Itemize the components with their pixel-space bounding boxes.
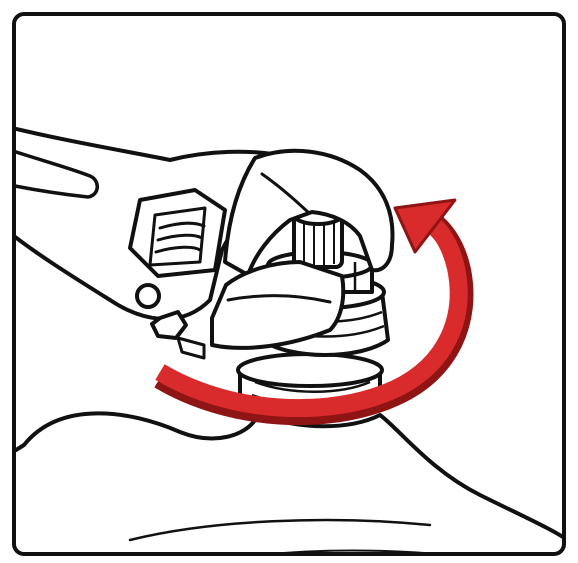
rotation-arrow-icon bbox=[154, 198, 474, 426]
adjustable-wrench-icon bbox=[14, 123, 395, 360]
fixture-base bbox=[14, 411, 564, 554]
frame-border bbox=[12, 12, 566, 556]
